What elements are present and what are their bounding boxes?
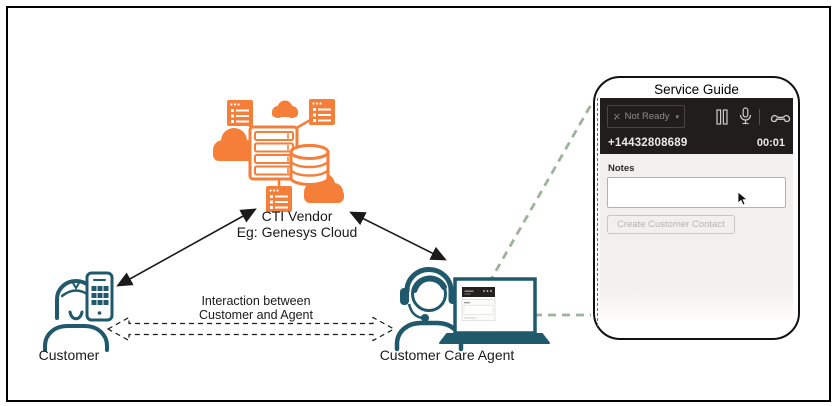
customer-label: Customer: [38, 347, 100, 363]
mute-microphone-icon[interactable]: [739, 107, 752, 126]
cti-vendor-line2: Eg: Genesys Cloud: [236, 224, 358, 241]
cti-vendor-label: CTI Vendor Eg: Genesys Cloud: [212, 208, 382, 240]
headset-band-icon: [404, 267, 454, 294]
app-window-icon: [227, 100, 253, 126]
hold-pause-icon[interactable]: [716, 109, 728, 125]
agent-hair: [411, 275, 447, 293]
headset-mic-icon: [421, 314, 429, 322]
headset-earcup-icon: [400, 288, 409, 305]
outer-border: [6, 6, 831, 402]
agent-label: Customer Care Agent: [379, 347, 515, 363]
database-icon: [289, 144, 330, 186]
interaction-line1: Interaction between: [201, 294, 311, 308]
laptop-mini-screen: [461, 287, 496, 321]
server-icon: [248, 125, 299, 181]
notes-label: Notes: [608, 163, 635, 174]
caller-phone-number: +14432808689: [608, 137, 688, 149]
interaction-dashed-arrow: [106, 316, 396, 342]
agent-status-dropdown[interactable]: Not Ready ▾: [607, 105, 685, 128]
cti-vendor-cluster-icon: [213, 99, 344, 212]
create-customer-contact-button[interactable]: Create Customer Contact: [607, 215, 735, 234]
customer-cti-arrow: [116, 208, 257, 287]
app-window-icon: [309, 99, 335, 125]
laptop-base: [439, 333, 550, 344]
not-ready-phone-slash-icon: [613, 113, 620, 120]
smartphone-icon: [85, 271, 114, 322]
header-divider: [759, 109, 760, 125]
chevron-down-icon: ▾: [675, 113, 679, 121]
cloud-icon: [213, 128, 256, 161]
agent-status-label: Not Ready: [624, 111, 670, 122]
callout-leader-line: [487, 102, 594, 284]
cloud-icon: [272, 100, 298, 118]
notes-input[interactable]: [607, 177, 786, 208]
call-notes-section: Notes Create Customer Contact: [600, 154, 793, 320]
active-call-row: +14432808689 00:01: [608, 137, 785, 149]
callout-edge-dashes: [597, 98, 598, 326]
service-guide-title: Service Guide: [654, 82, 739, 97]
laptop-icon: [439, 277, 550, 344]
interaction-line2: Customer and Agent: [199, 308, 313, 323]
app-window-icon: [266, 186, 292, 212]
mouse-cursor-icon: [737, 191, 749, 206]
call-timer: 00:01: [756, 137, 785, 149]
interaction-label: Interaction between Customer and Agent: [181, 294, 331, 323]
agent-cti-arrow: [349, 211, 447, 261]
end-call-handset-icon[interactable]: [770, 111, 791, 124]
service-guide-panel: Service Guide Not Ready ▾: [593, 76, 800, 340]
call-header-bar: Not Ready ▾ +14432808689 00:01: [600, 98, 793, 154]
cti-vendor-line1: CTI Vendor: [261, 208, 333, 224]
